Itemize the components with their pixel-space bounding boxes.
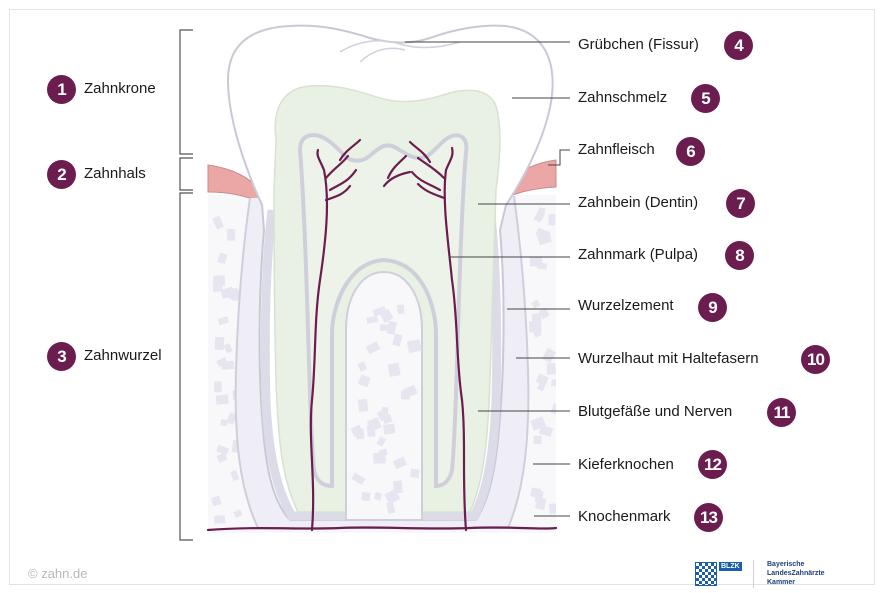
- bone-speckle: [549, 503, 558, 514]
- bone-speckle: [548, 214, 555, 225]
- logo-name-line-2: LandesZahnärzte: [767, 569, 825, 578]
- badge-13: 13: [694, 503, 723, 532]
- label-wurzelzement: Wurzelzement: [578, 296, 674, 316]
- label-zahnschmelz: Zahnschmelz: [578, 88, 667, 108]
- badge-10: 10: [801, 345, 830, 374]
- bone-speckle: [535, 491, 544, 503]
- label-knochenmark: Knochenmark: [578, 507, 671, 527]
- bone-speckle: [216, 394, 229, 405]
- copyright-notice: © zahn.de: [28, 566, 87, 581]
- label-zahnmark: Zahnmark (Pulpa): [578, 245, 698, 265]
- bracket-neck: [180, 158, 193, 190]
- badge-5: 5: [691, 84, 720, 113]
- bone-speckle: [532, 313, 542, 326]
- bone-speckle: [367, 425, 376, 437]
- bone-speckle: [220, 419, 228, 426]
- badge-7: 7: [726, 189, 755, 218]
- badge-12: 12: [698, 450, 727, 479]
- label-kieferknochen: Kieferknochen: [578, 455, 674, 475]
- bone-speckle: [410, 469, 419, 478]
- bracket-crown: [180, 30, 193, 154]
- left-brackets: [180, 30, 193, 540]
- bone-speckle: [361, 492, 370, 501]
- badge-2: 2: [47, 160, 76, 189]
- label-zahnbein: Zahnbein (Dentin): [578, 193, 698, 213]
- label-gruebchen: Grübchen (Fissur): [578, 35, 699, 55]
- bone-speckle: [227, 229, 235, 241]
- label-blutgefaesse: Blutgefäße und Nerven: [578, 402, 732, 422]
- blzk-logo: BLZK Bayerische LandesZahnärzte Kammer: [695, 560, 845, 590]
- logo-name-line-3: Kammer: [767, 578, 825, 587]
- bone-speckle: [215, 337, 225, 350]
- bone-speckle: [214, 381, 222, 392]
- label-zahnkrone: Zahnkrone: [84, 79, 156, 99]
- bone-speckle: [530, 256, 542, 266]
- label-wurzelhaut: Wurzelhaut mit Haltefasern: [578, 349, 759, 369]
- logo-abbreviation: BLZK: [719, 562, 742, 571]
- bone-speckle: [393, 480, 403, 493]
- logo-name-line-1: Bayerische: [767, 560, 825, 569]
- bavarian-flag-icon: [695, 562, 717, 586]
- logo-divider: [753, 560, 754, 588]
- badge-4: 4: [724, 31, 753, 60]
- bone-speckle: [355, 428, 365, 439]
- bone-speckle: [397, 304, 405, 314]
- label-zahnhals: Zahnhals: [84, 164, 146, 184]
- badge-1: 1: [47, 75, 76, 104]
- bone-speckle: [547, 363, 556, 375]
- label-zahnfleisch: Zahnfleisch: [578, 140, 655, 160]
- badge-11: 11: [767, 398, 796, 427]
- bone-speckle: [388, 363, 401, 377]
- logo-name: Bayerische LandesZahnärzte Kammer: [767, 560, 825, 587]
- bracket-root: [180, 193, 193, 540]
- bone-speckle: [383, 424, 395, 435]
- bone-speckle: [401, 391, 410, 399]
- badge-9: 9: [698, 293, 727, 322]
- badge-3: 3: [47, 342, 76, 371]
- badge-6: 6: [676, 137, 705, 166]
- bone-speckle: [358, 399, 368, 412]
- label-zahnwurzel: Zahnwurzel: [84, 346, 162, 366]
- bone-speckle: [534, 436, 542, 444]
- badge-8: 8: [725, 241, 754, 270]
- bone-speckle: [213, 275, 225, 286]
- bone-speckle: [214, 515, 225, 524]
